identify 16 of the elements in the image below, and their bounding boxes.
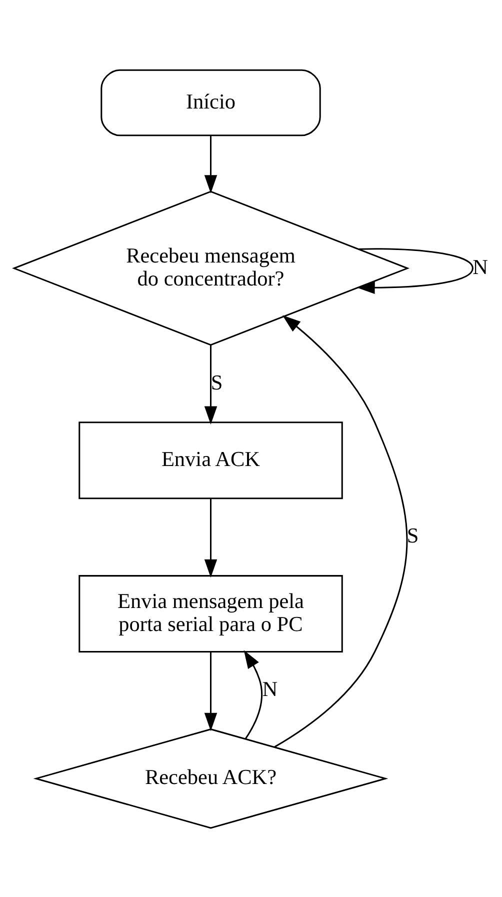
node-diamond: Recebeu mensagem do concentrador? [12,190,410,346]
edge-label: N [472,254,488,278]
arrow [204,135,218,193]
node-box: Início [100,68,321,136]
arrow [204,652,218,731]
arrow [274,314,408,748]
arrow [244,650,263,739]
node-box: Envia ACK [78,421,343,499]
node-box: Envia mensagem pela porta serial para o PC [78,574,343,652]
edge-label: S [210,370,223,394]
node-diamond: Recebeu ACK? [33,728,388,828]
arrow [204,344,218,424]
arrow [356,248,474,294]
edge-label: S [406,523,419,548]
edge-label: N [262,676,278,701]
arrow [204,498,218,578]
